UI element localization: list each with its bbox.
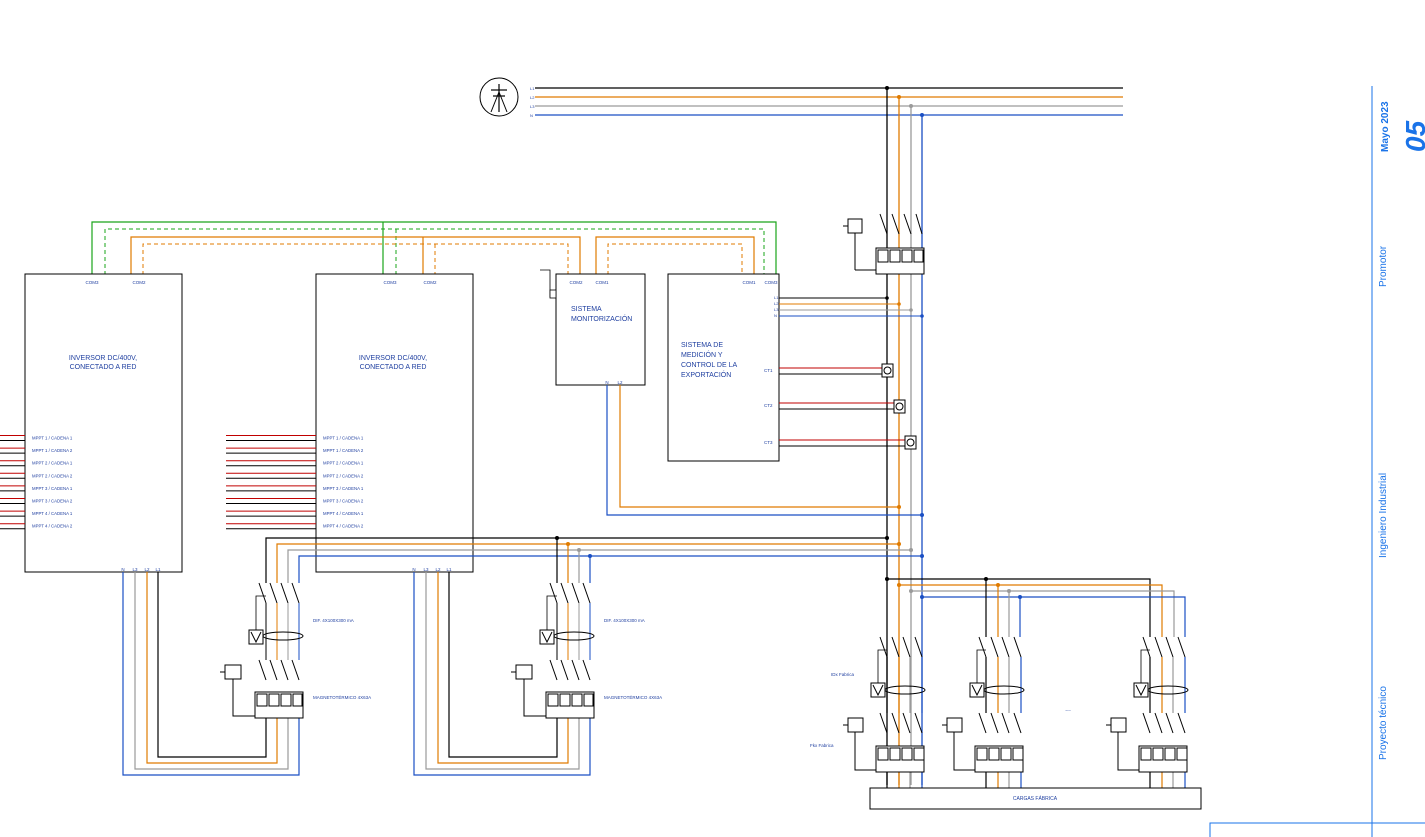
factory-feeders xyxy=(843,636,1189,788)
inverter-2: INVERSOR DC/400V, CONECTADO A RED COM3 C… xyxy=(315,273,474,573)
factory-feeder-2 xyxy=(942,636,1025,788)
bus-label-l2: L2 xyxy=(530,95,535,100)
inverter-1-title-line1: INVERSOR DC/400V, xyxy=(69,355,137,362)
factory-loads-label: CARGAS FÁBRICA xyxy=(1013,795,1058,802)
inverter-2-title-line2: CONECTADO A RED xyxy=(360,364,427,371)
inverter-2-ac-l1: L1 xyxy=(446,567,452,572)
inverter-1-title-line2: CONECTADO A RED xyxy=(70,364,137,371)
mppt-input-label: MPPT 4 / CADENA 1 xyxy=(323,511,364,516)
inverter-1-rcd: DIF. 4X100X300 mA xyxy=(248,582,354,660)
feeder-ellipsis: ... xyxy=(1065,706,1071,713)
inverter-2-mcb: MAGNETOTÉRMICO 4X63A xyxy=(511,659,662,719)
inverter-2-ac-n: N xyxy=(412,567,415,572)
title-block-engineer: Ingeniero Industrial xyxy=(1378,473,1389,558)
meter-terminal-l2: L2 xyxy=(774,301,779,306)
inverter-1-com2: COM2 xyxy=(132,280,145,285)
factory-rcd-label: IDx Fabrica xyxy=(831,672,855,677)
mppt-input-label: MPPT 2 / CADENA 2 xyxy=(323,473,364,478)
meter-terminal-l1: L1 xyxy=(774,295,779,300)
grid-bus: L1 L2 L3 N xyxy=(530,86,1123,118)
mppt-input-label: MPPT 4 / CADENA 2 xyxy=(323,524,364,529)
inverter-1-ac-n: N xyxy=(121,567,124,572)
mppt-input-label: MPPT 3 / CADENA 1 xyxy=(32,486,73,491)
inverter-1: INVERSOR DC/400V, CONECTADO A RED COM3 C… xyxy=(24,273,183,573)
mppt-input-label: MPPT 3 / CADENA 2 xyxy=(323,499,364,504)
bus-label-n: N xyxy=(530,113,533,118)
meter-title-line3: CONTROL DE LA xyxy=(681,362,737,369)
mppt-input-label: MPPT 1 / CADENA 1 xyxy=(32,436,73,441)
monitoring-system: SISTEMA MONITORIZACIÓN COM2 COM1 N L2 xyxy=(540,269,924,517)
inverter-2-mppt-inputs: MPPT 1 / CADENA 1 MPPT 1 / CADENA 2 MPPT 2… xyxy=(226,435,364,530)
monitoring-com1: COM1 xyxy=(595,280,608,285)
inverter-2-title-line1: INVERSOR DC/400V, xyxy=(359,355,427,362)
monitoring-title-line1: SISTEMA xyxy=(571,306,602,313)
meter-title-line1: SISTEMA DE xyxy=(681,342,723,349)
bus-label-l1: L1 xyxy=(530,86,535,91)
inverter-1-mcb-label: MAGNETOTÉRMICO 4X63A xyxy=(313,694,371,700)
meter-com1: COM1 xyxy=(742,280,755,285)
meter-ct2: CT2 xyxy=(764,403,773,408)
inverter-2-rcd: DIF. 4X100X300 mA xyxy=(539,582,645,660)
title-block-promoter: Promotor xyxy=(1378,245,1389,287)
meter-title-line2: MEDICIÓN Y xyxy=(681,350,723,359)
mppt-input-label: MPPT 4 / CADENA 2 xyxy=(32,524,73,529)
mppt-input-label: MPPT 3 / CADENA 1 xyxy=(323,486,364,491)
mppt-input-label: MPPT 1 / CADENA 2 xyxy=(323,448,364,453)
inverter-1-ac-wiring xyxy=(122,536,924,776)
inverter-1-ac-l1: L1 xyxy=(155,567,161,572)
monitoring-com2: COM2 xyxy=(569,280,582,285)
mppt-input-label: MPPT 3 / CADENA 2 xyxy=(32,499,73,504)
inverter-2-ac-wiring xyxy=(413,536,592,776)
factory-load-bus xyxy=(885,577,1186,637)
inverter-2-com2: COM2 xyxy=(423,280,436,285)
meter-terminal-l3: L3 xyxy=(774,307,779,312)
mppt-input-label: MPPT 2 / CADENA 1 xyxy=(323,461,364,466)
main-breaker xyxy=(843,213,925,275)
inverter-2-ac-l3: L3 xyxy=(423,567,429,572)
title-block-sheet-number: 05 xyxy=(1400,120,1425,152)
inverter-2-ac-l2: L2 xyxy=(435,567,441,572)
inverter-1-ac-l3: L3 xyxy=(132,567,138,572)
monitoring-terminal-l2: L2 xyxy=(617,380,623,385)
bus-label-l3: L3 xyxy=(530,104,535,109)
inverter-1-rcd-label: DIF. 4X100X300 mA xyxy=(313,618,354,623)
factory-feeder-3 xyxy=(1106,636,1189,788)
meter-title-line4: EXPORTACIÓN xyxy=(681,370,731,379)
meter-com3: COM3 xyxy=(764,280,777,285)
mppt-input-label: MPPT 1 / CADENA 1 xyxy=(323,436,364,441)
title-block-project: Proyecto técnico xyxy=(1378,686,1389,760)
factory-feeder-1 xyxy=(843,636,926,788)
factory-labels: IDx Fabrica Fkx Fabrica ... CARGAS FÁBRI… xyxy=(810,672,1202,810)
inverter-2-com3: COM3 xyxy=(383,280,396,285)
title-block-date: Mayo 2023 xyxy=(1380,101,1391,152)
mppt-input-label: MPPT 2 / CADENA 2 xyxy=(32,473,73,478)
monitoring-title-line2: MONITORIZACIÓN xyxy=(571,314,632,323)
mppt-input-label: MPPT 4 / CADENA 1 xyxy=(32,511,73,516)
inverter-2-rcd-label: DIF. 4X100X300 mA xyxy=(604,618,645,623)
monitoring-terminal-n: N xyxy=(605,380,608,385)
title-block: Mayo 2023 Promotor Ingeniero Industrial … xyxy=(1209,86,1425,837)
inverter-1-com3: COM3 xyxy=(85,280,98,285)
inverter-1-mppt-inputs: MPPT 1 / CADENA 1 MPPT 1 / CADENA 2 MPPT 2… xyxy=(0,435,73,530)
factory-mcb-label: Fkx Fabrica xyxy=(810,743,834,748)
inverter-1-ac-l2: L2 xyxy=(144,567,150,572)
mppt-input-label: MPPT 2 / CADENA 1 xyxy=(32,461,73,466)
meter-terminal-n: N xyxy=(774,313,777,318)
export-meter: SISTEMA DE MEDICIÓN Y CONTROL DE LA EXPO… xyxy=(667,273,924,462)
meter-ct1: CT1 xyxy=(764,368,773,373)
com-wiring xyxy=(91,221,777,275)
grid-tower-icon xyxy=(479,77,519,117)
mppt-input-label: MPPT 1 / CADENA 2 xyxy=(32,448,73,453)
inverter-2-mcb-label: MAGNETOTÉRMICO 4X63A xyxy=(604,694,662,700)
meter-ct3: CT3 xyxy=(764,440,773,445)
inverter-1-mcb: MAGNETOTÉRMICO 4X63A xyxy=(220,659,371,719)
